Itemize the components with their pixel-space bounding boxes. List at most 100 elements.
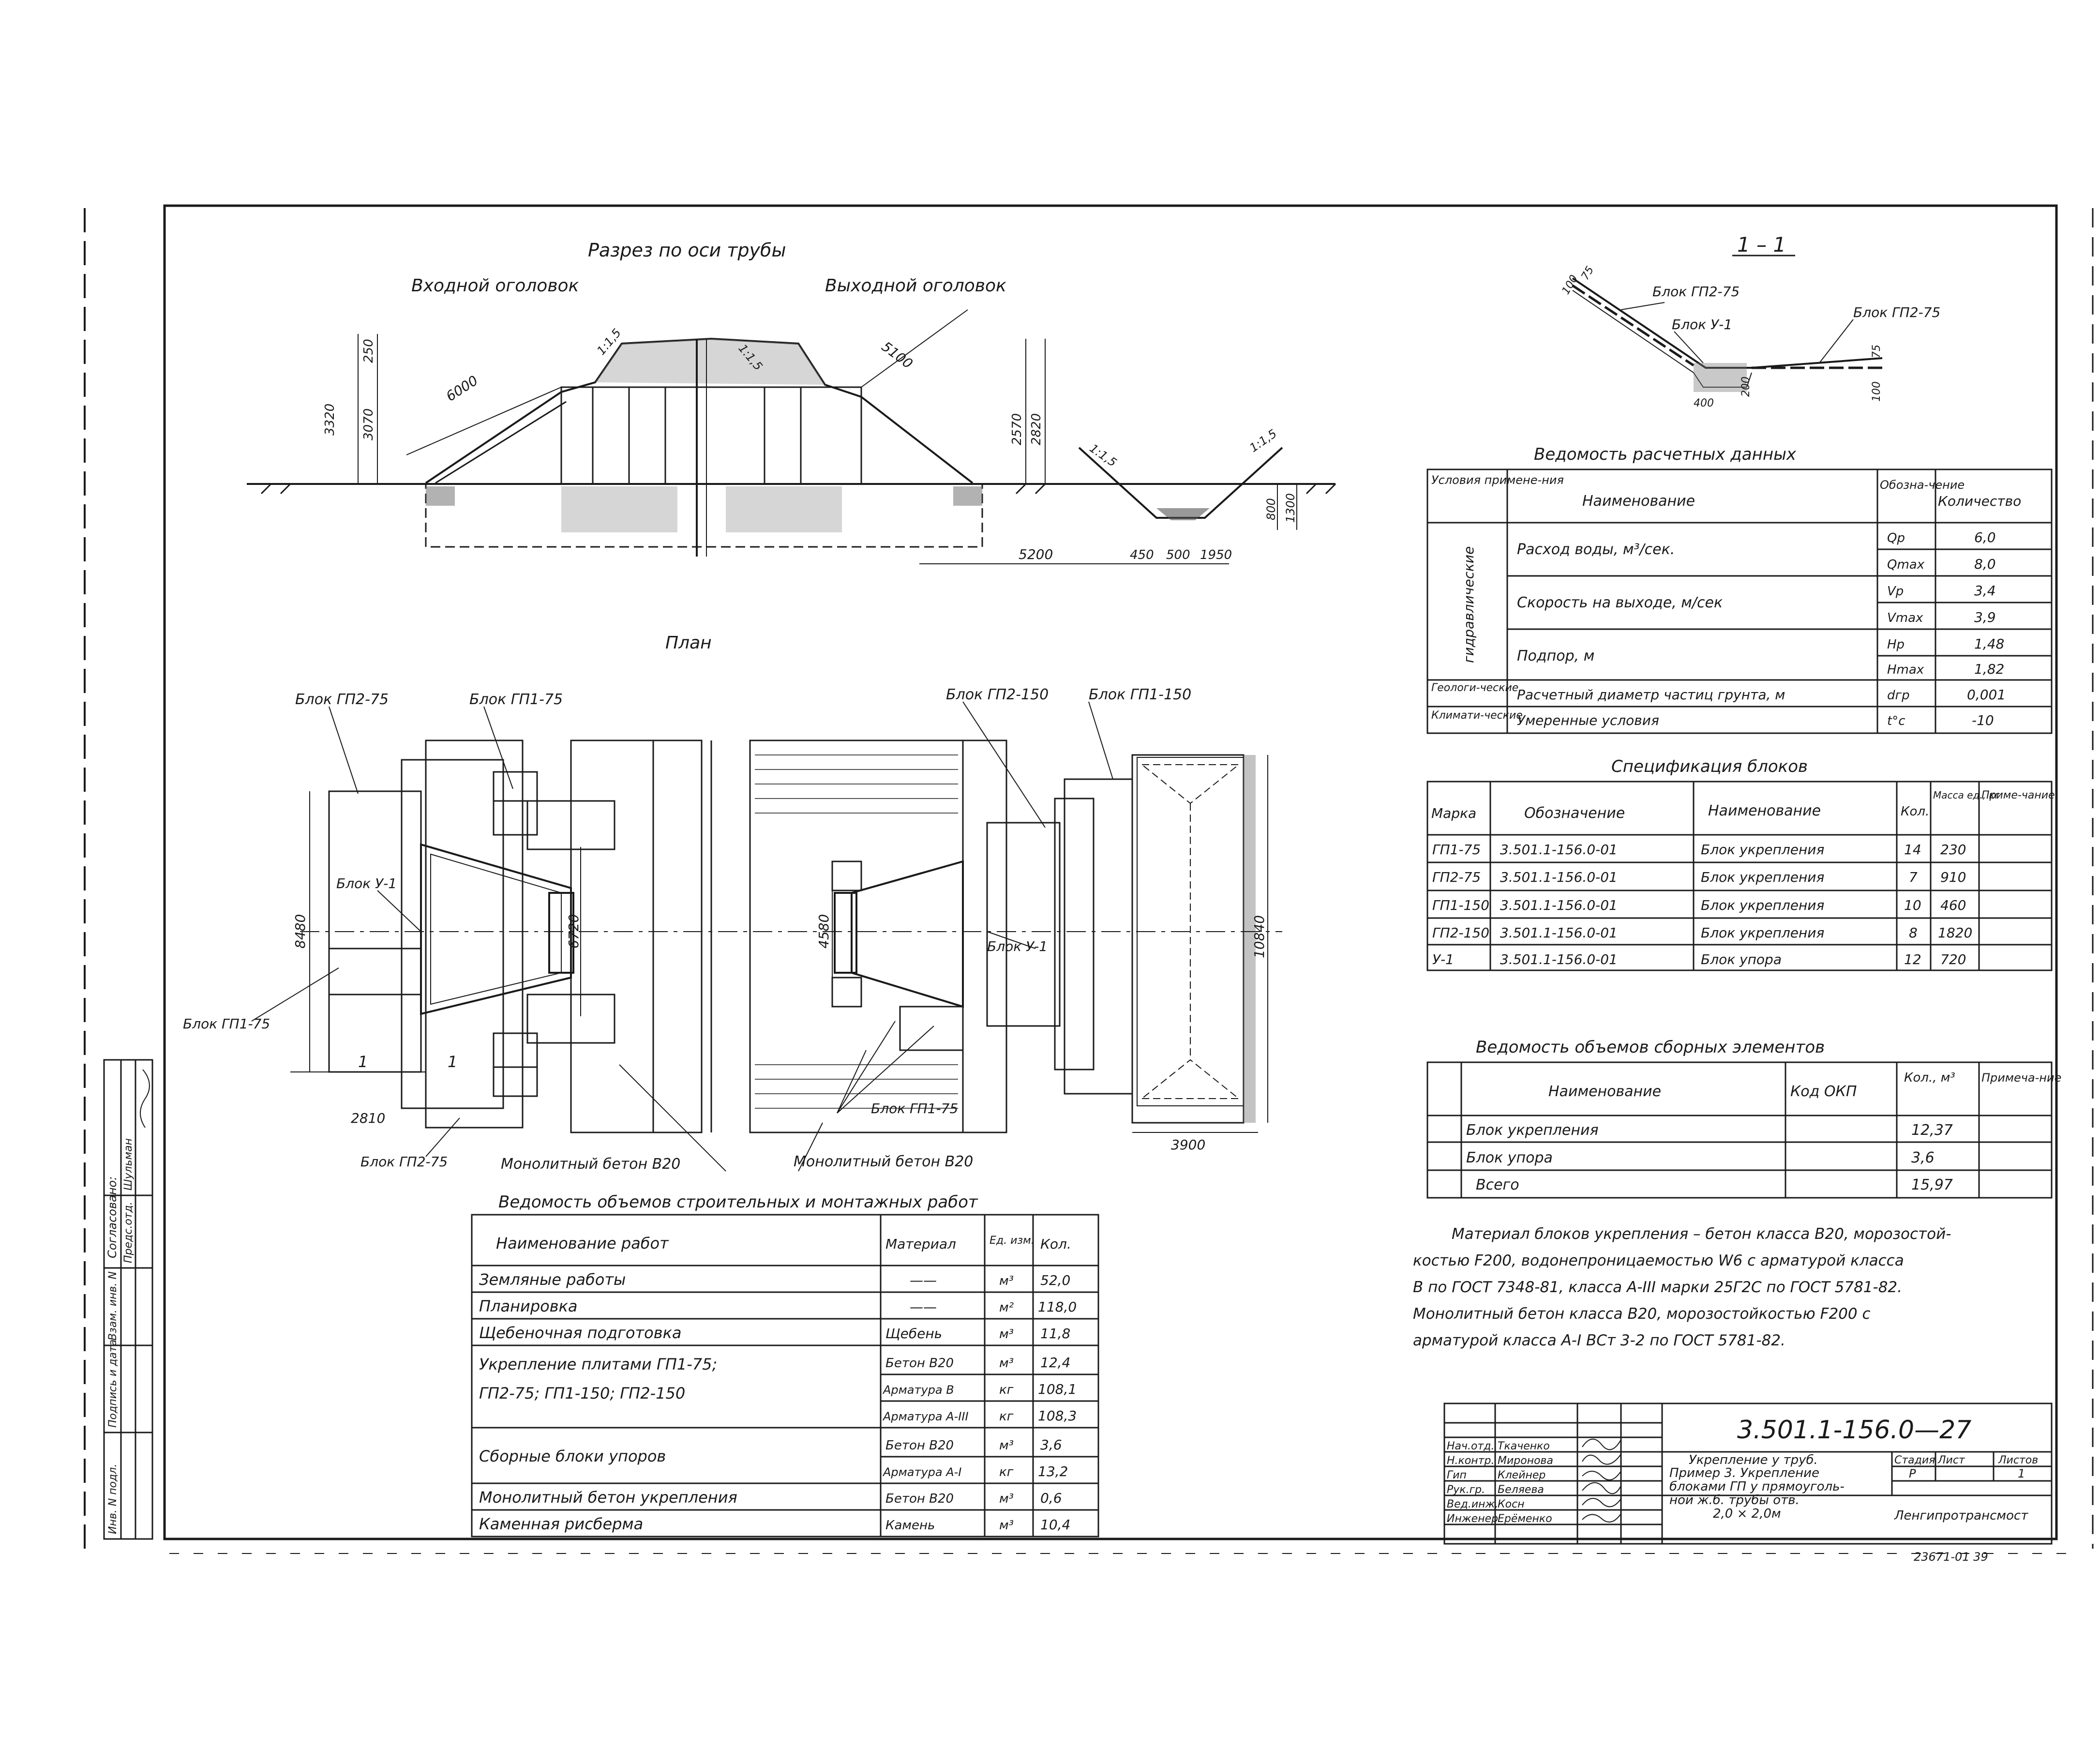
slope-label-4: 1:1,5 [1247,427,1279,455]
hyd-val-0: 6,0 [1974,529,1996,545]
dim-1950: 1950 [1200,548,1232,562]
works-head-unit: Ед. изм. [990,1235,1035,1247]
spec-r1-c4: 910 [1940,869,1966,885]
works-r3-name: Укрепление плитами ГП1-75; [479,1355,717,1373]
works-r3-unit: м³ [999,1356,1014,1371]
label-gp2-150: Блок ГП2-150 [946,686,1049,703]
spec-r3-c4: 1820 [1938,925,1972,941]
spec-head-name: Наименование [1708,802,1821,819]
works-r3-qty: 12,4 [1040,1355,1070,1371]
dim-4580: 4580 [816,914,832,949]
spec-r2-c4: 460 [1940,897,1966,913]
spec-r4-c1: 3.501.1-156.0-01 [1500,951,1618,967]
label-monolith-right: Монолитный бетон В20 [794,1153,973,1170]
dim-500: 500 [1166,548,1190,562]
works-r2-name: Щебеночная подготовка [479,1324,682,1342]
label-u1-right: Блок У-1 [987,938,1048,954]
works-table-title: Ведомость объемов строительных и монтажн… [498,1192,978,1212]
spec-r3-c1: 3.501.1-156.0-01 [1500,925,1618,941]
title-sheet: 1 [2018,1467,2025,1480]
stamp-dept: Предс.отд. [122,1202,135,1263]
dim-3070: 3070 [361,408,376,440]
works-r9-name: Каменная рисберма [479,1515,643,1533]
title-code: 3.501.1-156.0—27 [1737,1416,1971,1445]
spec-head-code: Обозначение [1524,805,1625,822]
works-r7-mat: Арматура А-I [882,1465,961,1479]
spec-r0-c3: 14 [1904,842,1921,858]
title-sheets-label: Листов [1998,1454,2038,1466]
hyd-group-hydraulic: гидравлические [1461,546,1477,663]
hyd-sym-3: Vmax [1887,611,1923,625]
hyd-val-6: 0,001 [1967,687,2006,703]
label-gp1-75-left: Блок ГП1-75 [183,1016,270,1032]
hyd-speed-name: Скорость на выходе, м/сек [1517,594,1723,611]
staff-name-2: Клейнер [1498,1469,1545,1481]
slope-label-3: 1:1,5 [1087,441,1119,469]
staff-role-0: Нач.отд. [1447,1440,1495,1452]
note-line-1: костью F200, водонепроницаемостью W6 с а… [1413,1252,1904,1269]
vol-head-name: Наименование [1548,1083,1661,1100]
spec-r3-c0: ГП2-150 [1432,925,1489,941]
s11-gp2-75-b: Блок ГП2-75 [1853,304,1940,320]
note-line-2: В по ГОСТ 7348-81, класса А-III марки 25… [1413,1279,1902,1296]
plan-view [251,701,1282,1172]
works-rows: Земляные работы —— м³ 52,0 Планировка ——… [479,1270,1077,1533]
spec-rows: ГП1-75 3.501.1-156.0-01 Блок укрепления … [1432,842,1972,967]
outlet-label: Выходной оголовок [825,276,1006,296]
staff-name-3: Беляева [1498,1484,1544,1496]
hyd-sym-0: Qр [1887,531,1905,545]
hyd-val-2: 3,4 [1974,583,1996,599]
spec-r1-c0: ГП2-75 [1432,869,1481,885]
label-gp2-75-top: Блок ГП2-75 [295,691,389,708]
staff-role-3: Рук.гр. [1447,1484,1485,1496]
s11-dim-75a: 75 [1579,264,1597,282]
hyd-sym-2: Vр [1887,584,1904,599]
staff-role-4: Вед.инж. [1447,1498,1498,1510]
works-table [471,1214,1099,1538]
spec-r0-c0: ГП1-75 [1432,842,1481,858]
volume-table [1426,1061,2053,1199]
spec-head-qty: Кол. [1901,804,1929,819]
works-r2-mat: Щебень [885,1326,942,1342]
spec-r0-c4: 230 [1940,842,1966,858]
works-r0-unit: м³ [999,1274,1014,1288]
works-r1-name: Планировка [479,1297,578,1315]
spec-table-title: Спецификация блоков [1611,757,1808,776]
cut-mark-1: 1 [358,1053,368,1071]
spec-r0-c2: Блок укрепления [1701,842,1824,858]
works-r7-qty: 13,2 [1038,1463,1068,1479]
hyd-head-qty: Количество [1938,493,2021,509]
vol-r2-qty: 15,97 [1911,1176,1953,1193]
volume-table-title: Ведомость объемов сборных элементов [1476,1038,1825,1057]
staff-role-2: Гип [1447,1469,1467,1481]
dim-6720: 6720 [566,914,582,949]
vol-r2-name: Всего [1476,1176,1519,1193]
spec-r2-c3: 10 [1904,897,1921,913]
hyd-sym-4: Hр [1887,637,1905,652]
hyd-val-5: 1,82 [1974,661,2004,677]
dim-8480: 8480 [292,914,308,949]
label-gp1-75-bottom: Блок ГП1-75 [871,1101,958,1116]
spec-r2-c1: 3.501.1-156.0-01 [1500,897,1618,913]
hyd-val-3: 3,9 [1974,609,1996,625]
title-desc-0: Укрепление у труб. [1689,1453,1818,1467]
label-gp1-75-top: Блок ГП1-75 [469,691,563,708]
works-r9-unit: м³ [999,1518,1014,1533]
dim-10840: 10840 [1251,915,1267,958]
works-r5-qty: 108,3 [1038,1408,1077,1424]
s11-dim-100b: 100 [1871,381,1883,402]
note-line-3: Монолитный бетон класса В20, морозостойк… [1413,1305,1871,1323]
stamp-inv-original: Инв. N подл. [107,1464,119,1534]
cut-mark-2: 1 [448,1053,457,1071]
spec-r1-c1: 3.501.1-156.0-01 [1500,869,1618,885]
staff-name-1: Миронова [1498,1455,1553,1467]
works-r5-unit: кг [999,1409,1014,1424]
works-r6-mat: Бетон В20 [885,1438,954,1453]
hyd-head-symbol: Обозна-чение [1880,478,1965,492]
hyd-sym-6: dгр [1887,688,1910,703]
works-r2-unit: м³ [999,1327,1014,1342]
works-r6-unit: м³ [999,1438,1014,1453]
works-r1-mat: —— [910,1299,937,1315]
section-title: Разрез по оси трубы [588,240,786,261]
